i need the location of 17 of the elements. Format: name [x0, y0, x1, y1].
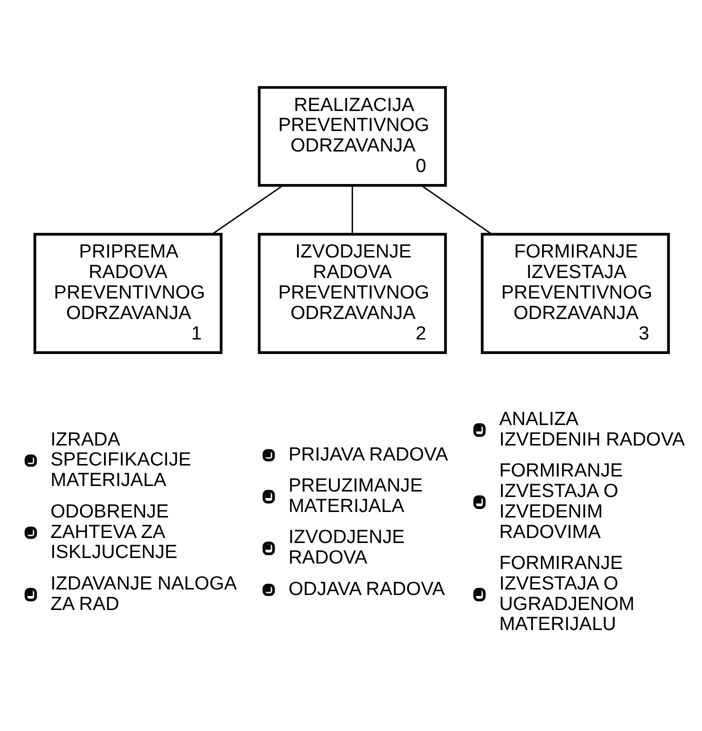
connector: [212, 185, 283, 235]
node-box: IZVODJENJE RADOVA PREVENTIVNOG ODRZAVANJA 2: [258, 232, 447, 354]
node-box: REALIZACIJA PREVENTIVNOG ODRZAVANJA 0: [258, 86, 447, 187]
node-label: PRIJAVA RADOVA: [288, 444, 448, 466]
node-label: IZRADA SPECIFIKACIJE MATERIJALA: [50, 429, 192, 492]
node-label: FORMIRANJE IZVESTAJA O UGRADJENOM MATERIJALU: [499, 553, 634, 636]
connector: [352, 186, 354, 234]
node-box: FORMIRANJE IZVESTAJA PREVENTIVNOG ODRZAVANJA 3: [480, 232, 670, 354]
node-label: FORMIRANJE IZVESTAJA O IZVEDENIM RADOVIMA: [499, 460, 623, 543]
node-label: PREUZIMANJE MATERIJALA: [288, 476, 423, 517]
node-label: IZDAVANJE NALOGA ZA RAD: [50, 573, 237, 615]
node-label: ANALIZA IZVEDENIH RADOVA: [499, 408, 685, 450]
node-box: PRIPREMA RADOVA PREVENTIVNOG ODRZAVANJA 1: [34, 232, 222, 354]
node-label: ODJAVA RADOVA: [288, 578, 445, 600]
connector: [421, 185, 492, 235]
node-label: ODOBRENJE ZAHTEVA ZA ISKLJUCENJE: [50, 501, 178, 564]
node-label: IZVODJENJE RADOVA: [288, 527, 405, 569]
